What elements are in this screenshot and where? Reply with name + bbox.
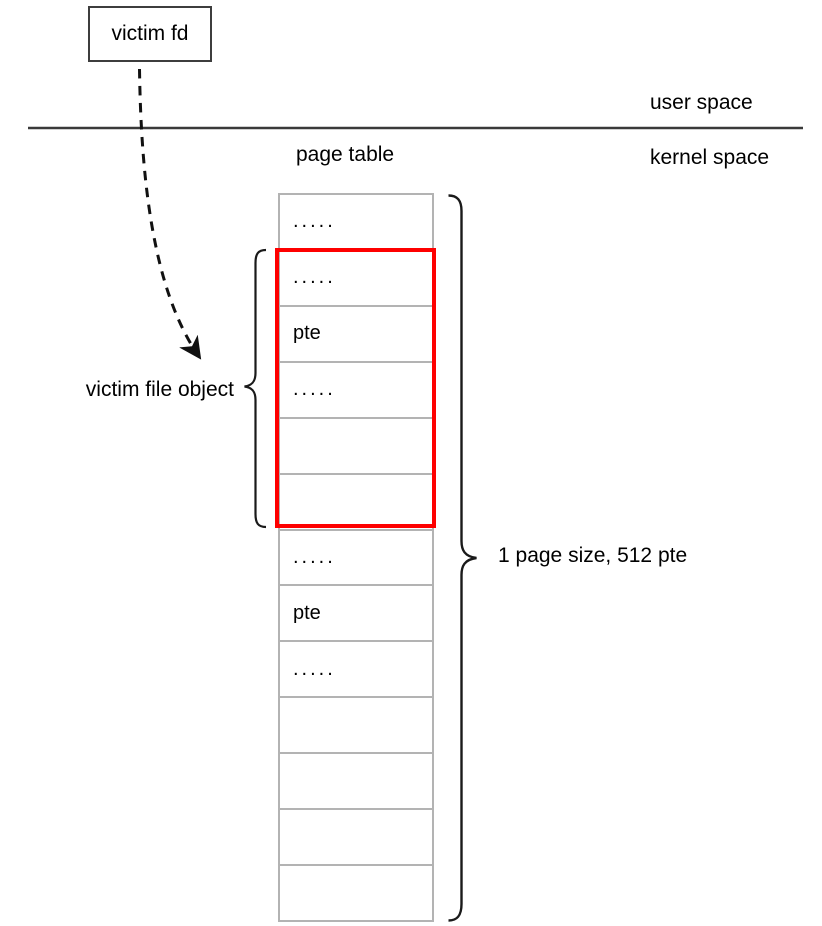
page-table-row bbox=[280, 698, 432, 755]
page-table-row bbox=[280, 754, 432, 811]
user-space-label: user space bbox=[650, 91, 753, 114]
page-table-row bbox=[280, 475, 432, 531]
page-table-row: ..... bbox=[280, 251, 432, 307]
page-table-row: ..... bbox=[280, 195, 432, 251]
victim-file-object-brace bbox=[244, 248, 267, 529]
page-table-row bbox=[280, 810, 432, 867]
victim-fd-label: victim fd bbox=[111, 22, 189, 45]
page-table-row: ..... bbox=[280, 642, 432, 699]
page-table-row: pte bbox=[280, 586, 432, 643]
page-table-row bbox=[280, 419, 432, 475]
kernel-space-label: kernel space bbox=[650, 146, 770, 169]
page-table-row bbox=[280, 866, 432, 920]
page-table-title: page table bbox=[296, 143, 395, 166]
page-table: ..... ..... pte ..... ..... pte ..... bbox=[278, 193, 434, 922]
page-table-row: ..... bbox=[280, 531, 432, 587]
page-table-row: ..... bbox=[280, 363, 432, 419]
victim-fd-dashed-arrow bbox=[138, 68, 202, 360]
victim-file-object-label: victim file object bbox=[85, 378, 234, 401]
page-table-row: pte bbox=[280, 307, 432, 363]
victim-fd-box: victim fd bbox=[88, 6, 212, 62]
page-size-brace bbox=[448, 194, 477, 922]
page-size-label: 1 page size, 512 pte bbox=[498, 544, 688, 567]
